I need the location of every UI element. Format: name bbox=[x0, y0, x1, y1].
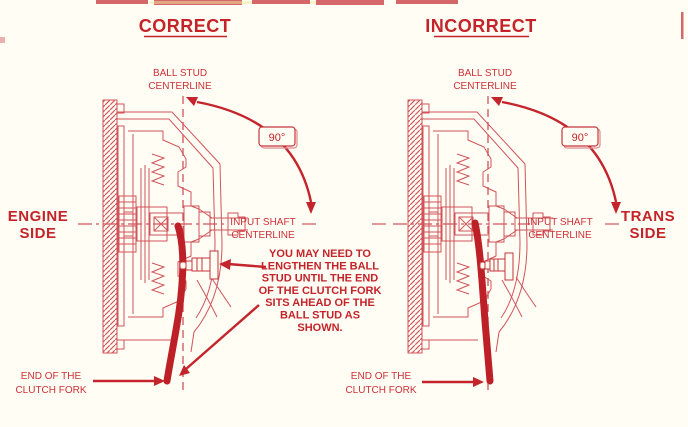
ball-stud-correct bbox=[179, 250, 219, 280]
input-shaft-centerline-label: INPUT SHAFT bbox=[230, 217, 295, 228]
note-line: SHOWN. bbox=[297, 322, 342, 334]
note-line: OF THE CLUTCH FORK bbox=[259, 285, 382, 297]
engine-side-label: ENGINE bbox=[8, 208, 69, 225]
note-line: BALL STUD AS bbox=[280, 310, 360, 322]
note-line: YOU MAY NEED TO bbox=[269, 248, 371, 260]
ball-stud-centerline-label: CENTERLINE bbox=[148, 81, 212, 92]
note-line: LENGTHEN THE BALL bbox=[261, 260, 379, 272]
angle-value: 90° bbox=[269, 132, 286, 144]
end-of-fork-pointer-arrow bbox=[422, 377, 484, 387]
note-to-ball-stud-arrow bbox=[219, 259, 267, 270]
angle-value: 90° bbox=[572, 132, 589, 144]
top-edge-cropped-text-remnant bbox=[0, 0, 684, 43]
ball-stud-centerline-label: BALL STUD bbox=[153, 68, 207, 79]
ball-stud-centerline-label: CENTERLINE bbox=[453, 81, 517, 92]
trans-side-label: SIDE bbox=[629, 225, 666, 242]
end-of-clutch-fork-label: CLUTCH FORK bbox=[15, 385, 86, 396]
end-of-clutch-fork-label: CLUTCH FORK bbox=[345, 385, 416, 396]
incorrect-title: INCORRECT bbox=[425, 16, 537, 36]
input-shaft-centerline-label: INPUT SHAFT bbox=[527, 217, 592, 228]
note-line: STUD UNTIL THE END bbox=[262, 273, 379, 285]
note-to-fork-end-arrow bbox=[179, 304, 260, 376]
clutch-fork-incorrect bbox=[471, 219, 494, 385]
ball-stud-centerline-label: BALL STUD bbox=[458, 68, 512, 79]
end-of-clutch-fork-label: END OF THE bbox=[21, 371, 82, 382]
engine-side-label: SIDE bbox=[19, 225, 56, 242]
correct-title: CORRECT bbox=[139, 16, 232, 36]
ninety-degree-arc-arrow: 90° bbox=[186, 97, 316, 214]
input-shaft-centerline-label: CENTERLINE bbox=[528, 230, 592, 241]
ball-stud-incorrect bbox=[479, 252, 514, 281]
ninety-degree-arc-arrow: 90° bbox=[491, 97, 621, 214]
clutch-fork-correct bbox=[163, 222, 187, 385]
end-of-fork-pointer-arrow bbox=[93, 376, 165, 386]
note-line: SITS AHEAD OF THE bbox=[265, 297, 375, 309]
correct-diagram: CORRECT BALL STUD CENTERLINE 90° INPUT S… bbox=[8, 16, 386, 396]
incorrect-diagram: INCORRECT BALL STUD CENTERLINE 90° INPUT… bbox=[345, 16, 675, 396]
trans-side-label: TRANS bbox=[621, 208, 675, 225]
lengthen-ball-stud-note: YOU MAY NEED TO LENGTHEN THE BALL STUD U… bbox=[179, 248, 381, 376]
end-of-clutch-fork-label: END OF THE bbox=[351, 371, 412, 382]
input-shaft-centerline-label: CENTERLINE bbox=[231, 230, 295, 241]
